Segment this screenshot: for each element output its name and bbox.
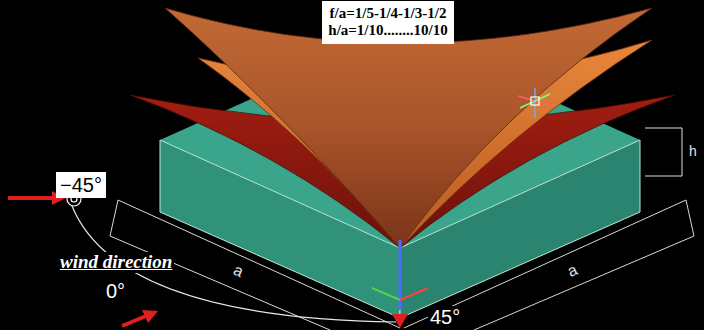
height-bracket — [645, 128, 682, 176]
y-axis — [372, 288, 400, 300]
axis-icon — [518, 88, 553, 118]
angle-label: 45° — [428, 306, 462, 328]
wind-symbols — [8, 191, 408, 328]
node-text: −45° — [58, 174, 104, 196]
angle-box: −45° — [56, 172, 106, 198]
axis-line — [520, 94, 550, 108]
roof-surface-brown — [165, 8, 652, 248]
wind-arrowhead — [392, 314, 408, 328]
extension-line — [686, 200, 694, 236]
axis-line — [534, 88, 536, 118]
title-box: f/a=1/5-1/4-1/3-1/2h/a=1/10........10/10 — [322, 1, 454, 44]
bracket-line — [645, 128, 682, 176]
x-axis — [400, 288, 428, 300]
angle-label: 0° — [104, 280, 127, 302]
node-text: f/a=1/5-1/4-1/3-1/2 — [326, 5, 450, 22]
wind-arrowhead — [142, 310, 158, 323]
extension-line — [110, 200, 118, 236]
caption-label: wind direction — [58, 252, 174, 273]
axis-origin — [531, 97, 539, 105]
node-text: h/a=1/10........10/10 — [326, 22, 450, 39]
wind-arrow-shaft — [122, 316, 146, 326]
wind-arrow-shaft — [8, 196, 56, 200]
dimension-label: h — [687, 144, 699, 159]
